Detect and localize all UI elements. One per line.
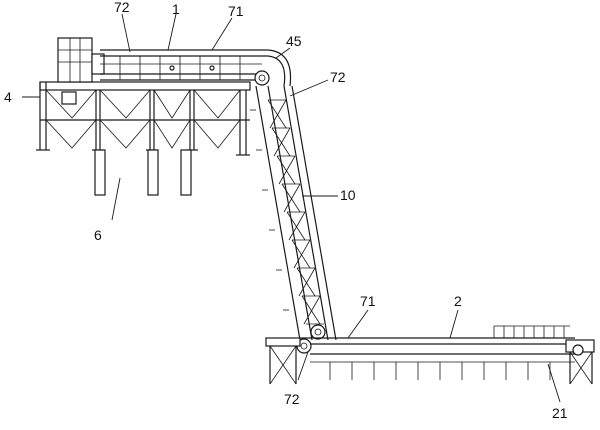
upper-conveyor [100, 49, 268, 81]
label-6: 6 [94, 227, 102, 243]
silo-columns [94, 149, 192, 196]
label-21: 21 [552, 405, 568, 421]
label-10: 10 [340, 187, 356, 203]
reference-labels: 72 1 71 45 72 4 6 10 71 2 72 21 [4, 0, 568, 421]
label-2: 2 [454, 293, 462, 309]
upper-bend [254, 49, 292, 87]
label-4: 4 [4, 89, 12, 105]
label-71-bottom: 71 [360, 293, 376, 309]
label-72-bottom: 72 [284, 391, 300, 407]
label-1: 1 [172, 1, 180, 17]
lower-conveyor [265, 325, 595, 385]
label-72-right: 72 [330, 69, 346, 85]
drive-unit [57, 37, 105, 83]
leader-lines [22, 13, 561, 403]
label-71-top: 71 [228, 3, 244, 19]
upper-support-frame [36, 81, 251, 156]
label-72-top-left: 72 [114, 0, 130, 15]
inclined-conveyor [250, 85, 337, 341]
label-45: 45 [286, 33, 302, 49]
